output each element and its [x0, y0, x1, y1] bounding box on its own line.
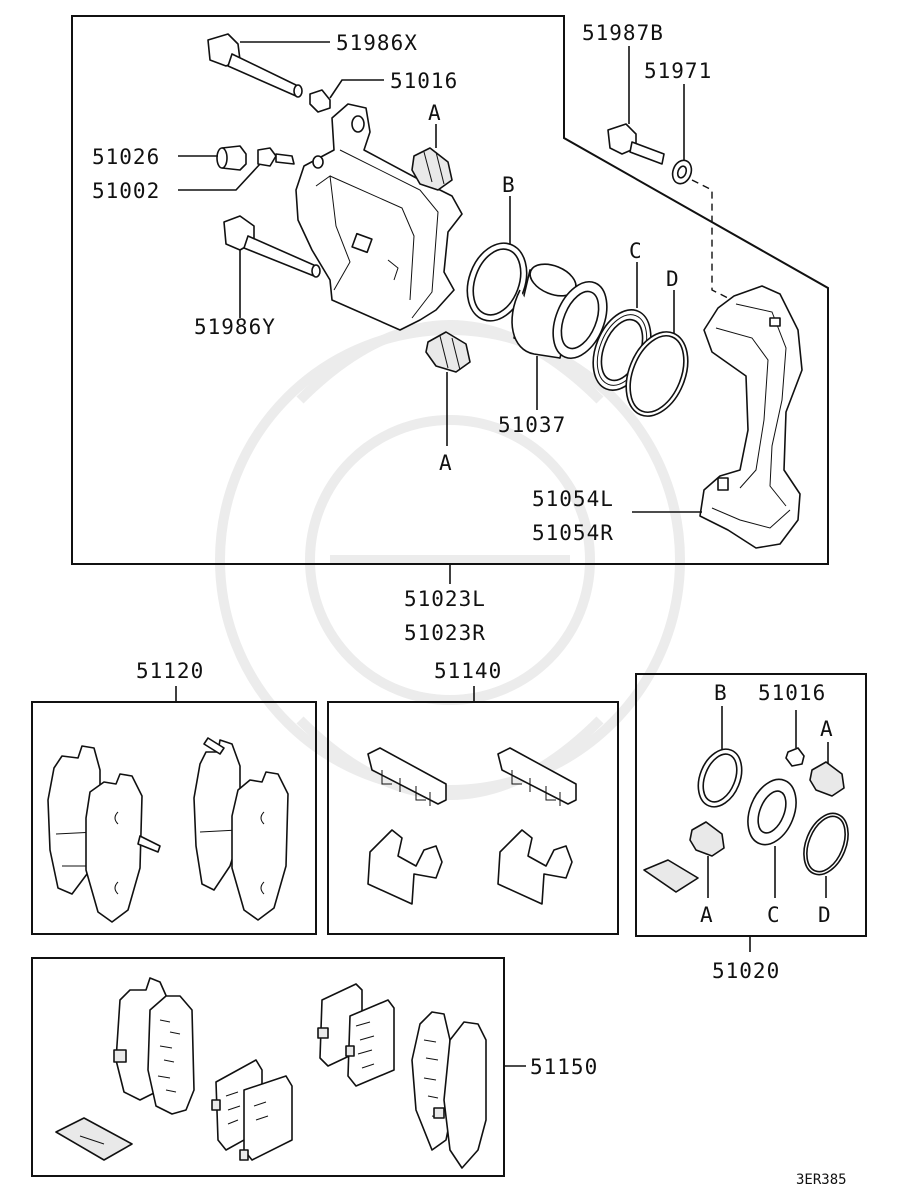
caliper-assembly-frame: [71, 15, 829, 565]
bushing-top[interactable]: [309, 89, 331, 113]
shim-pair-1[interactable]: [113, 977, 195, 1115]
kit-dust-seal[interactable]: [739, 772, 805, 852]
shim-grease-packet[interactable]: [55, 1117, 133, 1161]
label-kit-51016: 51016: [758, 681, 826, 705]
label-51023r: 51023R: [404, 621, 486, 645]
pad-clip-2[interactable]: [497, 747, 577, 806]
shim-pair-2[interactable]: [211, 1059, 293, 1161]
bleeder-screw[interactable]: [257, 147, 295, 167]
label-51020: 51020: [712, 959, 780, 983]
guide-pin-lower[interactable]: [223, 215, 321, 278]
kit-boot-bottom[interactable]: [689, 821, 725, 857]
label-a-lower: A: [439, 451, 453, 475]
shim-pair-4[interactable]: [411, 1011, 487, 1169]
pad-clip-4[interactable]: [497, 829, 573, 905]
caliper-assembly-section: 51986X 51016 51026 51002 51986Y: [71, 15, 829, 565]
label-51016-top: 51016: [390, 69, 458, 93]
brake-pad-right-pair[interactable]: [193, 737, 289, 921]
label-51986x: 51986X: [336, 31, 418, 55]
pad-set-section: 51120: [31, 659, 317, 935]
seal-kit-frame: [635, 673, 867, 937]
kit-piston-seal-ring[interactable]: [690, 743, 750, 814]
label-51023l: 51023L: [404, 587, 486, 611]
clip-set-section: 51140: [327, 659, 619, 935]
mounting-bolt[interactable]: [607, 123, 665, 165]
pad-set-frame: [31, 701, 317, 935]
label-c: C: [629, 239, 643, 263]
label-d: D: [666, 267, 680, 291]
label-51054r: 51054R: [532, 521, 614, 545]
washer[interactable]: [669, 158, 694, 187]
bleeder-cap[interactable]: [216, 145, 247, 171]
piston-seal-ring[interactable]: [457, 235, 537, 329]
brake-pad-left-pair[interactable]: [47, 745, 161, 923]
piston[interactable]: [511, 258, 617, 366]
label-51026: 51026: [92, 145, 160, 169]
label-kit-b: B: [714, 681, 728, 705]
label-51037: 51037: [498, 413, 566, 437]
kit-boot-top[interactable]: [809, 761, 845, 797]
retaining-ring[interactable]: [615, 323, 700, 426]
label-51120: 51120: [136, 659, 204, 683]
shim-kit-frame: [31, 957, 505, 1177]
shim-kit-section: 51150: [31, 957, 598, 1177]
kit-bushing[interactable]: [785, 747, 805, 767]
pad-clip-1[interactable]: [367, 747, 447, 806]
label-kit-d: D: [818, 903, 832, 927]
label-51987b: 51987B: [582, 21, 664, 45]
label-b: B: [502, 173, 516, 197]
seal-kit-section: B 51016 A C D A: [635, 673, 867, 937]
label-a-upper: A: [428, 101, 442, 125]
label-51971: 51971: [644, 59, 712, 83]
caliper-body[interactable]: [295, 103, 463, 331]
kit-ring[interactable]: [795, 807, 856, 881]
label-51054l: 51054L: [532, 487, 614, 511]
diagram-code: 3ER385: [796, 1172, 847, 1187]
kit-grease-packet[interactable]: [643, 859, 699, 893]
label-51986y: 51986Y: [194, 315, 276, 339]
clip-set-frame: [327, 701, 619, 935]
boot-lower[interactable]: [425, 331, 471, 373]
label-51150: 51150: [530, 1055, 598, 1079]
label-kit-a-top: A: [820, 717, 834, 741]
pad-clip-3[interactable]: [367, 829, 443, 905]
boot-upper[interactable]: [411, 147, 453, 191]
shim-pair-3[interactable]: [317, 983, 395, 1087]
label-51002: 51002: [92, 179, 160, 203]
label-kit-c: C: [767, 903, 781, 927]
caliper-support-bracket[interactable]: [699, 285, 803, 549]
guide-pin-upper[interactable]: [207, 33, 303, 98]
watermark-emblem: [215, 320, 685, 800]
label-kit-a-bottom: A: [700, 903, 714, 927]
label-51140: 51140: [434, 659, 502, 683]
